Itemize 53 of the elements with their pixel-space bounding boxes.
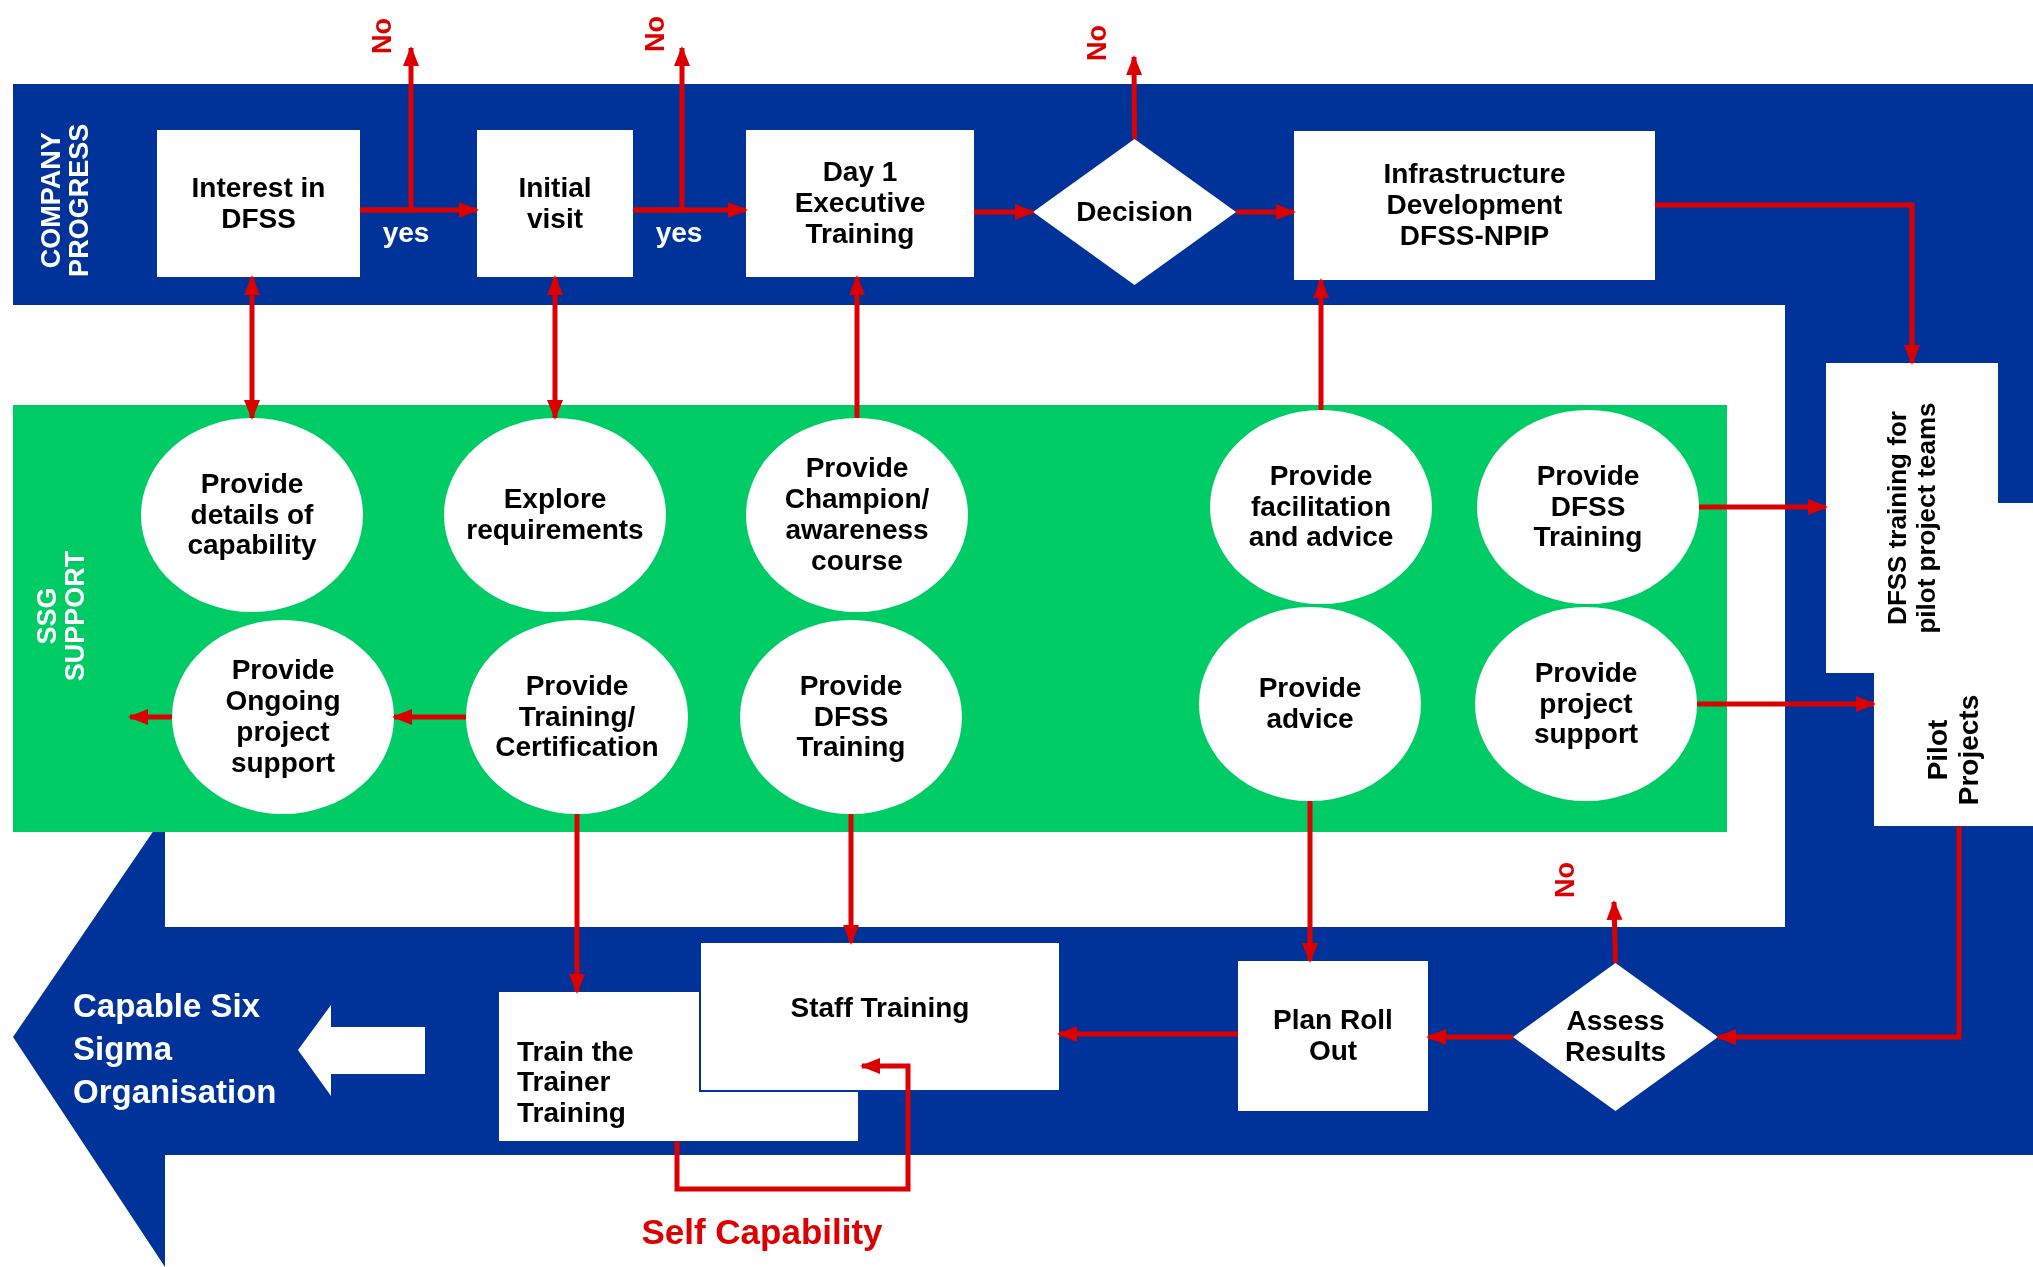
support-band: [13, 405, 1727, 832]
support-ellipse: Provide DFSS Training: [1477, 410, 1699, 604]
arrow: [843, 814, 859, 945]
process-box: Interest in DFSS: [157, 130, 360, 277]
arrow: [569, 814, 585, 994]
support-ellipse: Provide advice: [1199, 607, 1421, 801]
arrow: [1057, 1026, 1238, 1042]
support-ellipse: Provide Champion/ awareness course: [746, 418, 968, 612]
process-box: Staff Training: [699, 943, 1059, 1092]
arrow: [1302, 801, 1318, 963]
arrow: [1716, 826, 1962, 1045]
band-title: SSG SUPPORT: [32, 549, 90, 684]
edge-label: yes: [382, 217, 430, 249]
edge-label: yes: [655, 217, 703, 249]
arrow: [1697, 696, 1876, 712]
arrow: [974, 204, 1035, 220]
arrow: [1699, 499, 1828, 515]
edge-label: No: [1549, 862, 1581, 898]
arrow: [849, 275, 865, 418]
arrow: [1426, 1029, 1513, 1045]
support-ellipse: Provide project support: [1475, 607, 1697, 801]
edge-label: No: [639, 16, 671, 52]
arrow: [547, 275, 563, 420]
support-ellipse: Provide DFSS Training: [740, 620, 962, 814]
arrow: [1655, 202, 1920, 365]
edge-label: No: [366, 18, 398, 54]
support-ellipse: Explore requirements: [444, 418, 666, 612]
process-box: DFSS training for pilot project teams: [1826, 363, 1998, 673]
support-ellipse: Provide Training/ Certification: [466, 620, 688, 814]
edge-label: Self Capability: [641, 1212, 883, 1252]
support-ellipse: Provide facilitation and advice: [1210, 410, 1432, 604]
arrow: [360, 46, 419, 213]
process-box: Day 1 Executive Training: [746, 130, 974, 277]
arrow: [392, 709, 466, 725]
arrow: [1126, 55, 1143, 139]
process-box: Initial visit: [477, 130, 633, 277]
lane-title: COMPANY PROGRESS: [36, 122, 94, 279]
process-box: Plan Roll Out: [1238, 961, 1428, 1111]
arrow: [674, 1058, 911, 1192]
arrow: [633, 46, 690, 213]
support-ellipse: Provide Ongoing project support: [172, 620, 394, 814]
process-box: Pilot Projects: [1874, 673, 2033, 826]
decision-diamond: Assess Results: [1513, 963, 1718, 1111]
process-box: Infrastructure Development DFSS-NPIP: [1294, 131, 1655, 280]
edge-label: No: [1081, 25, 1113, 61]
arrow: [1313, 278, 1329, 410]
decision-diamond: Decision: [1033, 139, 1236, 285]
arrow: [128, 709, 172, 725]
outcome-label: Capable Six Sigma Organisation: [73, 986, 278, 1112]
support-ellipse: Provide details of capability: [141, 418, 363, 612]
arrow: [244, 275, 260, 420]
arrow: [1606, 900, 1623, 964]
arrow: [1236, 204, 1296, 220]
